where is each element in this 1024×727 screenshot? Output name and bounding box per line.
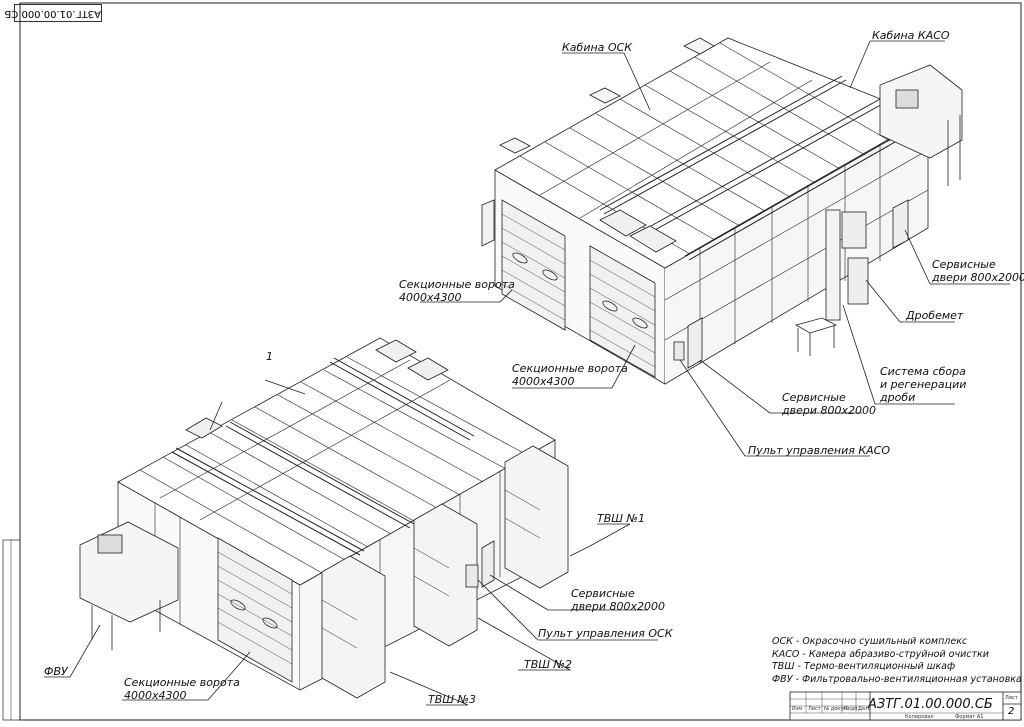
lower-booth-complex xyxy=(79,337,569,699)
label-shot-system: Система сбора и регенерации дроби xyxy=(880,365,966,404)
margin-strip xyxy=(2,539,21,721)
label-item-1: 1 xyxy=(266,350,273,363)
label-service-doors-top-line2: двери 800х2000 xyxy=(932,271,1024,284)
upper-service-door-2 xyxy=(892,199,909,249)
label-drobemet: Дробемет xyxy=(906,309,964,322)
tb-col-date: Дата xyxy=(858,706,871,712)
label-gate-low-line1: Секционные ворота xyxy=(124,676,240,689)
label-service-doors-low-line2: двери 800х2000 xyxy=(571,600,665,613)
tb-col-doc: № докум. xyxy=(824,706,849,712)
label-service-doors-mid: Сервисные двери 800х2000 xyxy=(782,391,876,417)
label-kabina-kaso: Кабина КАСО xyxy=(872,29,950,42)
label-tvsh-2: ТВШ №2 xyxy=(524,658,572,671)
label-service-doors-low-line1: Сервисные xyxy=(571,587,635,600)
label-service-doors-top: Сервисные двери 800х2000 xyxy=(932,258,1024,284)
upper-booth-complex xyxy=(481,37,963,385)
upper-service-door-1 xyxy=(687,317,703,369)
label-service-doors-top-line1: Сервисные xyxy=(932,258,996,271)
label-service-doors-low: Сервисные двери 800х2000 xyxy=(571,587,665,613)
label-service-doors-mid-line1: Сервисные xyxy=(782,391,846,404)
label-gate-top-2-line1: Секционные ворота xyxy=(512,362,628,375)
lower-gate xyxy=(217,537,293,683)
label-fvu: ФВУ xyxy=(44,665,68,678)
legend-item: ОСК - Окрасочно сушильный комплекс xyxy=(772,636,968,647)
legend-item: ТВШ - Термо-вентиляционный шкаф xyxy=(772,661,956,672)
tvsh-3 xyxy=(321,555,386,699)
tb-col-sign: Подп. xyxy=(844,706,860,712)
tb-col-izm: Изм xyxy=(792,706,803,712)
shot-blaster xyxy=(847,257,869,305)
tvsh-1 xyxy=(504,445,569,589)
label-gate-top-1: Секционные ворота 4000х4300 xyxy=(399,278,515,304)
legend-item: КАСО - Камера абразиво-струйной очистки xyxy=(772,648,989,660)
copied-label: Копировал xyxy=(905,714,934,720)
label-gate-top-2-line2: 4000х4300 xyxy=(512,375,575,388)
label-tvsh-3: ТВШ №3 xyxy=(428,693,476,706)
label-service-doors-mid-line2: двери 800х2000 xyxy=(782,404,876,417)
label-shot-system-line3: дроби xyxy=(880,391,916,404)
label-gate-low: Секционные ворота 4000х4300 xyxy=(124,676,240,702)
lower-service-door xyxy=(481,540,495,588)
label-gate-top-1-line2: 4000х4300 xyxy=(399,291,462,304)
label-pult-osk: Пульт управления ОСК xyxy=(538,627,673,640)
legend-item: ФВУ - Фильтровально-вентиляционная устан… xyxy=(772,673,1022,685)
sheet-label: Лист xyxy=(1005,695,1018,701)
label-gate-low-line2: 4000х4300 xyxy=(124,689,187,702)
label-tvsh-1: ТВШ №1 xyxy=(597,512,645,525)
label-gate-top-2: Секционные ворота 4000х4300 xyxy=(512,362,628,388)
drawing-code: АЗТГ.01.00.000.СБ xyxy=(868,697,993,712)
osk-control-panel xyxy=(465,564,479,588)
kaso-control-panel xyxy=(673,341,685,361)
format-label: Формат А1 xyxy=(955,714,984,720)
sheet-number: 2 xyxy=(1008,706,1015,717)
label-kabina-osk: Кабина ОСК xyxy=(562,41,633,54)
platform-stand xyxy=(794,317,838,356)
upper-gate-1 xyxy=(501,199,566,331)
label-shot-system-line2: и регенерации xyxy=(880,378,967,391)
corner-code-stamp: АЗТГ.01.00.000.СБ xyxy=(4,4,102,22)
shot-regeneration-column xyxy=(825,209,841,321)
title-block xyxy=(789,691,1022,721)
tvsh-2 xyxy=(413,503,478,647)
abbreviations-legend: ОСК - Окрасочно сушильный комплекс КАСО … xyxy=(772,636,1022,686)
label-shot-system-line1: Система сбора xyxy=(880,365,966,378)
leader-lines xyxy=(44,40,1010,706)
label-pult-kaso: Пульт управления КАСО xyxy=(748,444,891,457)
label-gate-top-1-line1: Секционные ворота xyxy=(399,278,515,291)
sheet-frame xyxy=(19,2,1022,721)
tb-col-list: Лист xyxy=(808,706,821,712)
upper-gate-2 xyxy=(589,245,656,378)
